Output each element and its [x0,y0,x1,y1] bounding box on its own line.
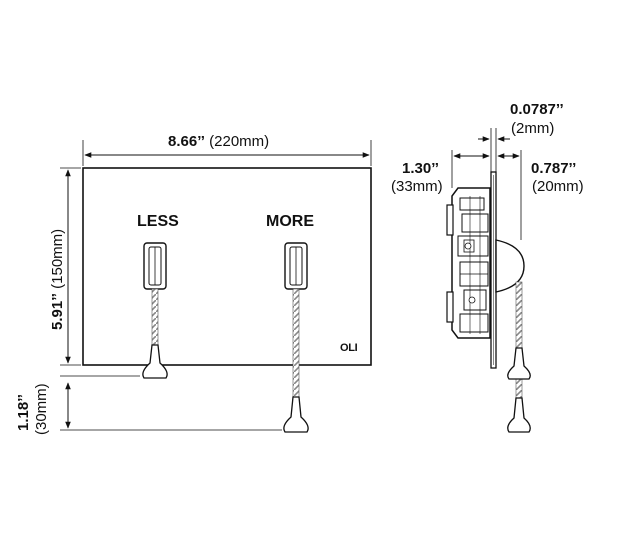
protrusion-value: 0.787’’ [531,160,577,177]
less-rope [151,288,159,346]
cable-value: 1.18’’ [15,394,32,431]
side-rope [515,281,523,401]
cable-metric: (30mm) [33,383,50,435]
side-button-dome [495,239,525,293]
width-value: 8.66’’ [168,133,205,150]
side-handle-upper [507,347,531,380]
height-metric: (150mm) [49,228,66,289]
less-button-label: LESS [137,213,179,230]
thickness-metric: (2mm) [511,120,555,137]
side-handle-lower [507,397,531,433]
height-label: 5.91’’ (150mm) [49,228,66,330]
brand-logo: OLI [340,342,358,354]
more-button-label: MORE [266,213,314,230]
width-label: 8.66’’ (220mm) [168,134,269,149]
front-view [60,140,372,433]
width-metric: (220mm) [209,133,270,150]
more-button-assembly [283,242,309,433]
less-pull-handle [142,344,168,379]
more-pull-handle [283,396,309,433]
more-rope [292,288,300,398]
protrusion-metric: (20mm) [532,178,584,195]
depth-metric: (33mm) [391,178,443,195]
cable-label-value-line: 1.18’’ [15,394,32,431]
side-mechanism [446,187,491,339]
side-view [446,128,531,433]
depth-value: 1.30’’ [402,160,439,177]
height-value: 5.91’’ [49,293,66,330]
less-button-assembly [142,242,168,379]
thickness-value: 0.0787’’ [510,101,564,118]
cable-label-metric-line: (30mm) [33,383,50,435]
front-plate [82,167,372,366]
